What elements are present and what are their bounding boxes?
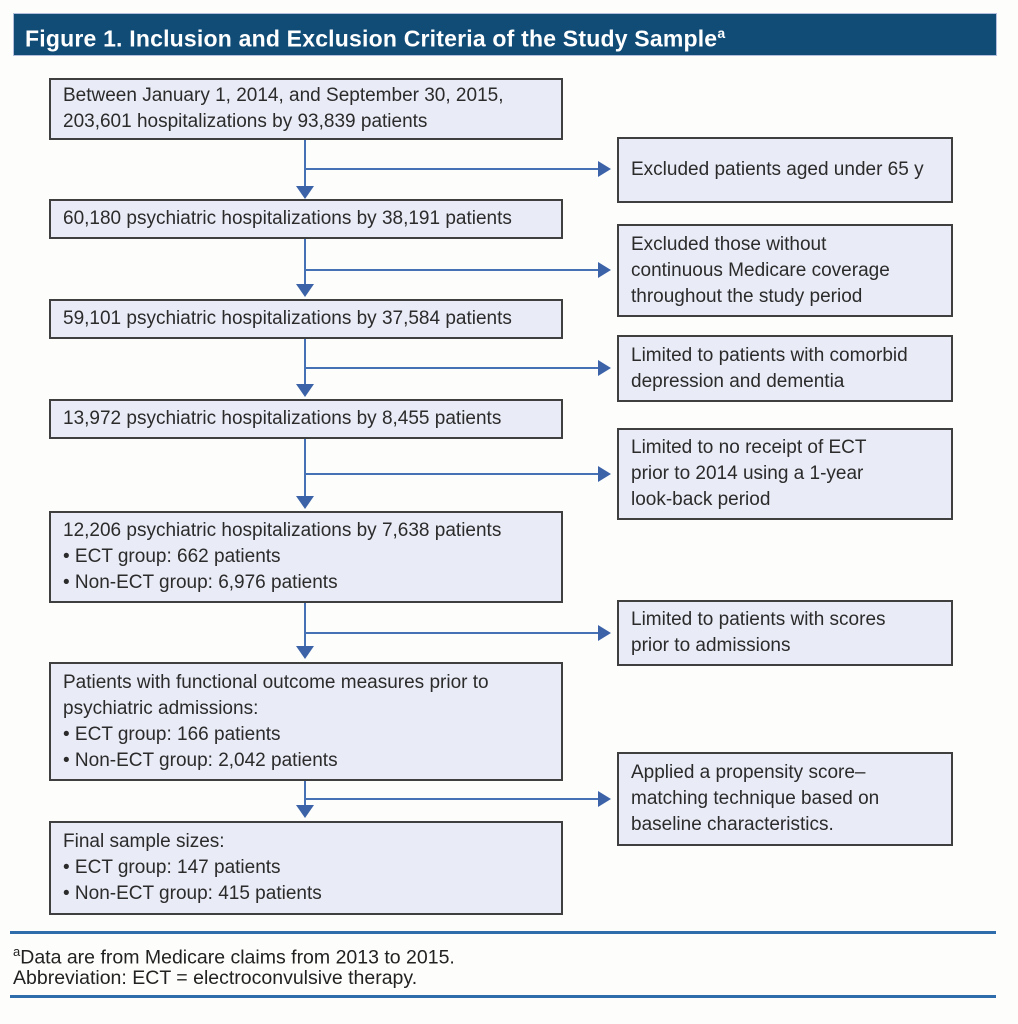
arrow-down-icon xyxy=(296,646,314,659)
box-line: • ECT group: 166 patients xyxy=(63,723,281,745)
footnote-rule-bottom xyxy=(10,995,996,998)
figure-title-superscript: a xyxy=(717,25,726,41)
connector-vline-2 xyxy=(304,239,306,285)
box-line: Applied a propensity score– xyxy=(631,762,866,783)
side-box-limited-comorbid: Limited to patients with comorbid depres… xyxy=(617,335,953,402)
arrow-down-icon xyxy=(296,186,314,199)
arrow-right-icon xyxy=(598,360,611,376)
side-box-limited-scores: Limited to patients with scores prior to… xyxy=(617,600,953,666)
box-line: Limited to patients with comorbid xyxy=(631,344,908,366)
box-line: • ECT group: 147 patients xyxy=(63,857,281,878)
box-line: 203,601 hospitalizations by 93,839 patie… xyxy=(63,111,428,132)
footnote-line-1: aData are from Medicare claims from 2013… xyxy=(13,938,455,972)
arrow-down-icon xyxy=(296,384,314,397)
box-line: Patients with functional outcome measure… xyxy=(63,671,489,693)
arrow-right-icon xyxy=(598,262,611,278)
box-line: 13,972 psychiatric hospitalizations by 8… xyxy=(63,408,502,429)
main-box-functional-outcome: Patients with functional outcome measure… xyxy=(49,662,563,781)
connector-hline-2 xyxy=(304,269,600,271)
box-line: Excluded patients aged under 65 y xyxy=(631,159,924,180)
box-line: Final sample sizes: xyxy=(63,831,225,852)
box-line: 59,101 psychiatric hospitalizations by 3… xyxy=(63,308,512,329)
connector-hline-1 xyxy=(304,168,600,170)
side-box-excluded-medicare-coverage: Excluded those without continuous Medica… xyxy=(617,224,953,317)
footnote-line-2: Abbreviation: ECT = electroconvulsive th… xyxy=(13,965,417,992)
box-line: prior to admissions xyxy=(631,635,791,656)
connector-hline-4 xyxy=(304,473,600,475)
arrow-down-icon xyxy=(296,496,314,509)
box-line: continuous Medicare coverage xyxy=(631,259,890,281)
footnote-rule-top xyxy=(10,931,996,934)
arrow-down-icon xyxy=(296,284,314,297)
side-box-propensity-matching: Applied a propensity score– matching tec… xyxy=(617,752,953,846)
main-box-psych-hospitalizations-3: 13,972 psychiatric hospitalizations by 8… xyxy=(49,399,563,439)
main-box-psych-hospitalizations-1: 60,180 psychiatric hospitalizations by 3… xyxy=(49,199,563,239)
box-line: Limited to no receipt of ECT xyxy=(631,437,867,458)
arrow-down-icon xyxy=(296,805,314,818)
box-line: look-back period xyxy=(631,489,771,510)
connector-hline-5 xyxy=(304,632,600,634)
box-line: Limited to patients with scores xyxy=(631,609,886,630)
connector-vline-4 xyxy=(304,439,306,497)
box-line: 60,180 psychiatric hospitalizations by 3… xyxy=(63,208,512,229)
box-line: baseline characteristics. xyxy=(631,814,834,835)
box-line: prior to 2014 using a 1-year xyxy=(631,463,864,484)
connector-vline-1 xyxy=(304,140,306,187)
main-box-psych-hospitalizations-2: 59,101 psychiatric hospitalizations by 3… xyxy=(49,299,563,339)
box-line: • Non-ECT group: 6,976 patients xyxy=(63,572,338,593)
box-line: • Non-ECT group: 415 patients xyxy=(63,883,322,904)
arrow-right-icon xyxy=(598,791,611,807)
box-line: • Non-ECT group: 2,042 patients xyxy=(63,749,338,771)
connector-hline-6 xyxy=(304,798,600,800)
footnote-superscript: a xyxy=(13,944,21,959)
main-box-final-sample: Final sample sizes: • ECT group: 147 pat… xyxy=(49,821,563,915)
connector-vline-3 xyxy=(304,339,306,385)
box-line: • ECT group: 662 patients xyxy=(63,546,281,567)
arrow-right-icon xyxy=(598,466,611,482)
arrow-right-icon xyxy=(598,161,611,177)
box-line: matching technique based on xyxy=(631,788,880,809)
side-box-limited-no-ect: Limited to no receipt of ECT prior to 20… xyxy=(617,428,953,520)
figure-title: Figure 1. Inclusion and Exclusion Criter… xyxy=(25,25,718,52)
main-box-total-hospitalizations: Between January 1, 2014, and September 3… xyxy=(49,78,563,140)
main-box-ect-groups: 12,206 psychiatric hospitalizations by 7… xyxy=(49,511,563,603)
figure-title-bar: Figure 1. Inclusion and Exclusion Criter… xyxy=(13,13,997,56)
box-line: throughout the study period xyxy=(631,285,863,307)
connector-vline-6 xyxy=(304,781,306,806)
box-line: Excluded those without xyxy=(631,233,827,255)
side-box-excluded-under-65: Excluded patients aged under 65 y xyxy=(617,137,953,203)
footnote-text-2: Abbreviation: ECT = electroconvulsive th… xyxy=(13,967,418,989)
footnote-text-1: Data are from Medicare claims from 2013 … xyxy=(20,946,455,969)
box-line: 12,206 psychiatric hospitalizations by 7… xyxy=(63,520,502,541)
box-line: psychiatric admissions: xyxy=(63,697,259,719)
connector-hline-3 xyxy=(304,367,600,369)
arrow-right-icon xyxy=(598,625,611,641)
connector-vline-5 xyxy=(304,603,306,647)
box-line: depression and dementia xyxy=(631,370,845,392)
box-line: Between January 1, 2014, and September 3… xyxy=(63,85,504,106)
